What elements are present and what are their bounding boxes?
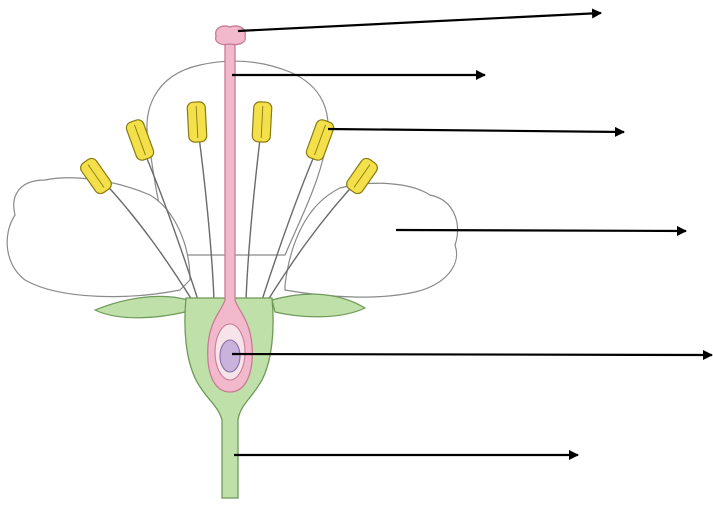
arrow-stigma (238, 13, 601, 31)
arrow-ovary (232, 354, 712, 355)
arrow-petal (396, 230, 686, 231)
sepal-left (95, 296, 188, 317)
stigma (216, 26, 246, 45)
ovule (220, 340, 240, 372)
petal-right (285, 183, 458, 297)
arrow-stamen (328, 129, 624, 132)
